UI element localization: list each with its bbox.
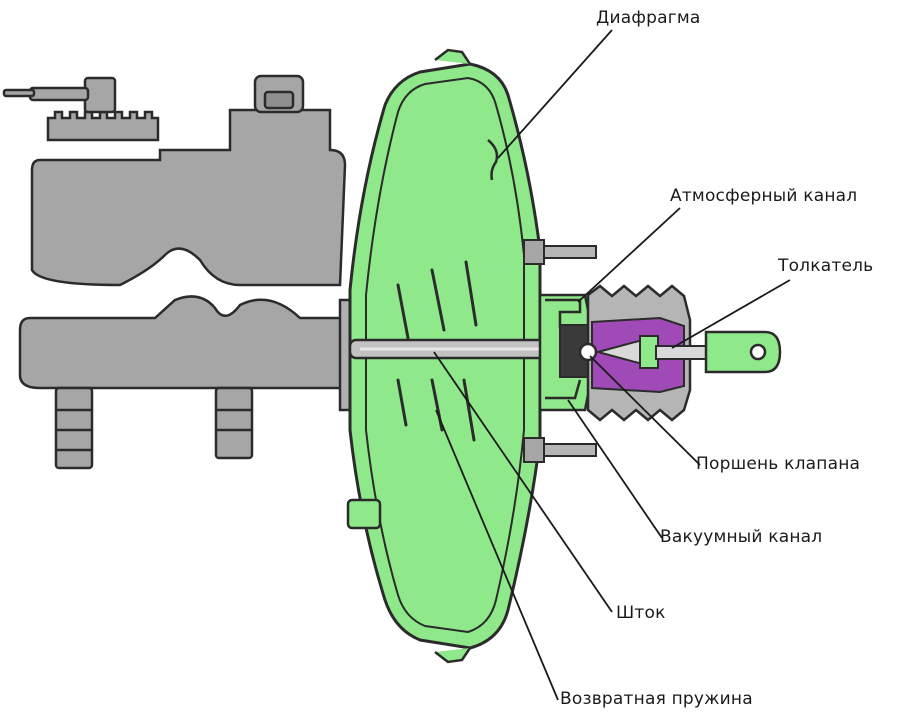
master-cylinder-body [18,295,352,390]
booster-inner-shell [365,76,525,634]
label-vacuum-channel: Вакуумный канал [660,527,823,547]
diaphragm [487,139,499,181]
master-cylinder [2,74,370,470]
label-pusher: Толкатель [778,256,874,276]
label-rod: Шток [616,603,666,623]
atmospheric-channel [545,298,582,328]
master-cylinder-reservoir [30,108,347,287]
vacuum-channel [545,379,582,400]
pusher [639,330,782,374]
label-valve-piston: Поршень клапана [696,454,861,474]
leader-lines [433,29,791,701]
reservoir-cap [46,110,160,142]
label-return-spring: Возвратная пружина [560,689,753,709]
label-atmospheric-channel: Атмосферный канал [670,186,858,206]
rod [348,338,562,360]
label-diaphragm: Диафрагма [596,8,701,28]
